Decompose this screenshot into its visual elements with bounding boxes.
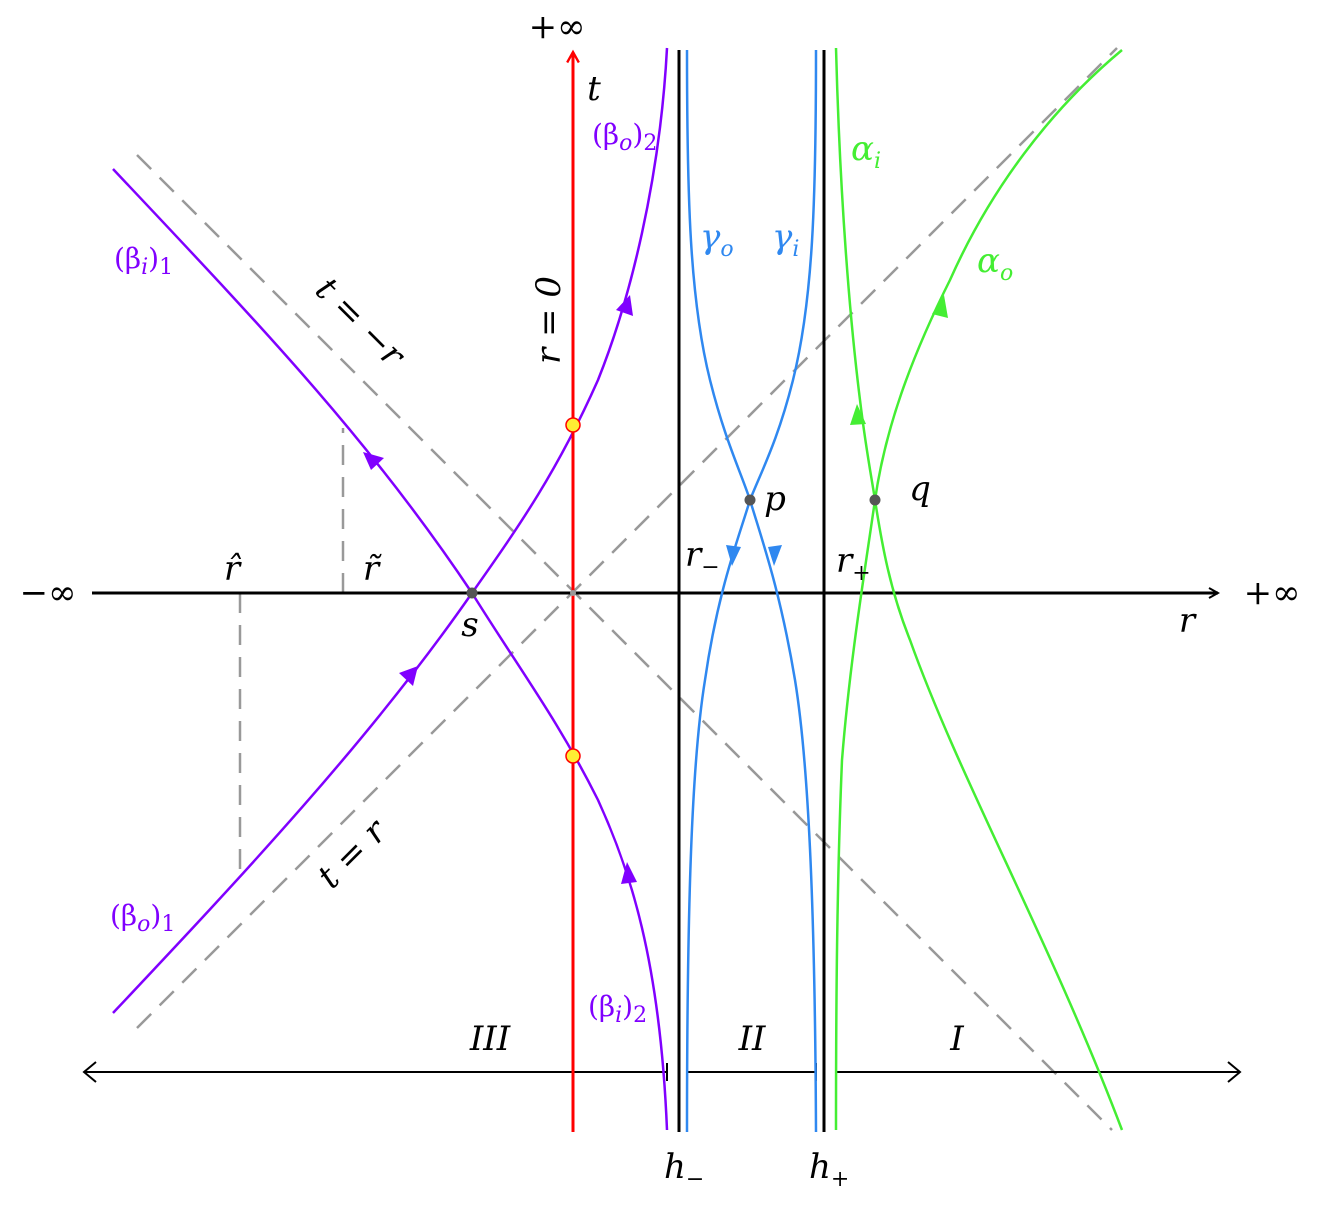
beta-o-1-idx: o [137, 912, 150, 937]
r-zero-label: r = 0 [529, 276, 569, 364]
pos-infinity-top-label: +∞ [529, 7, 586, 47]
alpha-i-curve [834, 47, 1124, 1131]
t-axis-label: t [587, 69, 601, 109]
h-minus-label: h− [664, 1147, 704, 1192]
beta-o-1-arrow [399, 666, 418, 686]
point-s [466, 587, 478, 599]
beta-i-1-label: (βi)1 [114, 242, 173, 280]
beta-o-2-close: ) [632, 118, 643, 151]
r-minus-sub: − [701, 555, 719, 580]
r-minus-label: r− [685, 535, 720, 580]
gamma-i-arrow [768, 545, 782, 566]
gamma-i-base: γ [772, 217, 793, 257]
region-iii-arrow-left [82, 1061, 97, 1083]
beta-o-2-num: 2 [643, 131, 657, 156]
beta-i-1-num: 1 [159, 255, 173, 280]
beta-curves [112, 47, 669, 1131]
r-plus-base: r [836, 541, 854, 581]
beta-i-1-curve [112, 168, 669, 1131]
region-ii-label: II [738, 1019, 766, 1059]
r-minus-base: r [685, 535, 703, 575]
beta-i-1-close: ) [148, 242, 159, 275]
gamma-o-label: γo [700, 217, 734, 262]
t-equals-minus-r-label: t = −r [307, 270, 413, 376]
beta-o-2-base: (β [592, 118, 619, 151]
lower-intersection-marker [565, 748, 581, 764]
point-s-label: s [461, 605, 478, 645]
gamma-o-arrow [726, 545, 741, 566]
region-i-label: I [949, 1019, 964, 1059]
guide-lines [136, 47, 1118, 1131]
beta-i-1-base: (β [114, 242, 141, 275]
gamma-curves [685, 49, 818, 1133]
h-minus-base: h [664, 1147, 686, 1187]
beta-o-2-idx: o [619, 131, 632, 156]
beta-o-1-base: (β [110, 899, 137, 932]
point-q [869, 494, 881, 506]
gamma-o-curve [685, 49, 818, 1133]
alpha-o-base: α [977, 241, 1000, 281]
beta-i-2-label: (βi)2 [588, 990, 647, 1028]
region-i-arrow-right [1227, 1061, 1242, 1083]
gamma-i-curve [685, 49, 818, 1133]
h-plus-label: h+ [809, 1147, 849, 1192]
gamma-o-base: γ [700, 217, 721, 257]
beta-i-2-arrow [621, 862, 637, 884]
r-tilde-label: r̃ [363, 549, 383, 589]
alpha-curves [834, 47, 1124, 1131]
r-axis-label: r [1179, 601, 1197, 641]
beta-o-1-num: 1 [161, 912, 175, 937]
beta-o-2-label: (βo)2 [592, 118, 657, 156]
beta-i-2-idx: i [615, 1003, 622, 1028]
direction-arrows [363, 295, 948, 884]
r-plus-sub: + [852, 561, 870, 586]
neg-infinity-left-label: −∞ [20, 573, 77, 613]
beta-o-1-curve [112, 47, 669, 1014]
r-hat-label: r̂ [224, 549, 242, 589]
h-plus-base: h [809, 1147, 831, 1187]
beta-i-2-close: ) [622, 990, 633, 1023]
h-minus-sub: − [686, 1167, 704, 1192]
gamma-i-label: γi [772, 217, 799, 262]
alpha-i-arrow [850, 404, 866, 425]
point-p-label: p [764, 479, 786, 519]
alpha-i-idx: i [874, 149, 881, 174]
beta-i-2-num: 2 [633, 1003, 647, 1028]
t-equals-r-label: t = r [310, 811, 396, 897]
alpha-i-label: αi [851, 129, 881, 174]
gamma-o-idx: o [720, 237, 733, 262]
point-p [744, 494, 756, 506]
line-t-equals-r [136, 47, 1118, 1029]
beta-o-1-close: ) [150, 899, 161, 932]
beta-o-1-label: (βo)1 [110, 899, 175, 937]
beta-o-2-arrow [616, 295, 633, 316]
gamma-i-idx: i [792, 237, 799, 262]
line-t-equals-minus-r [136, 154, 1113, 1131]
horizon-lines [677, 50, 826, 1132]
point-q-label: q [909, 469, 931, 509]
alpha-o-curve [834, 49, 1123, 1131]
upper-intersection-marker [565, 417, 581, 433]
beta-i-1-idx: i [141, 255, 148, 280]
point-origin [570, 590, 576, 596]
alpha-o-idx: o [1000, 261, 1013, 286]
beta-i-1-arrow [363, 452, 384, 470]
alpha-i-base: α [851, 129, 874, 169]
pos-infinity-right-label: +∞ [1244, 573, 1301, 613]
alpha-o-label: αo [977, 241, 1013, 286]
r-plus-label: r+ [836, 541, 871, 586]
points [466, 417, 881, 764]
h-plus-sub: + [831, 1167, 849, 1192]
beta-i-2-base: (β [588, 990, 615, 1023]
alpha-o-arrow [932, 295, 948, 318]
region-iii-label: III [469, 1019, 511, 1059]
